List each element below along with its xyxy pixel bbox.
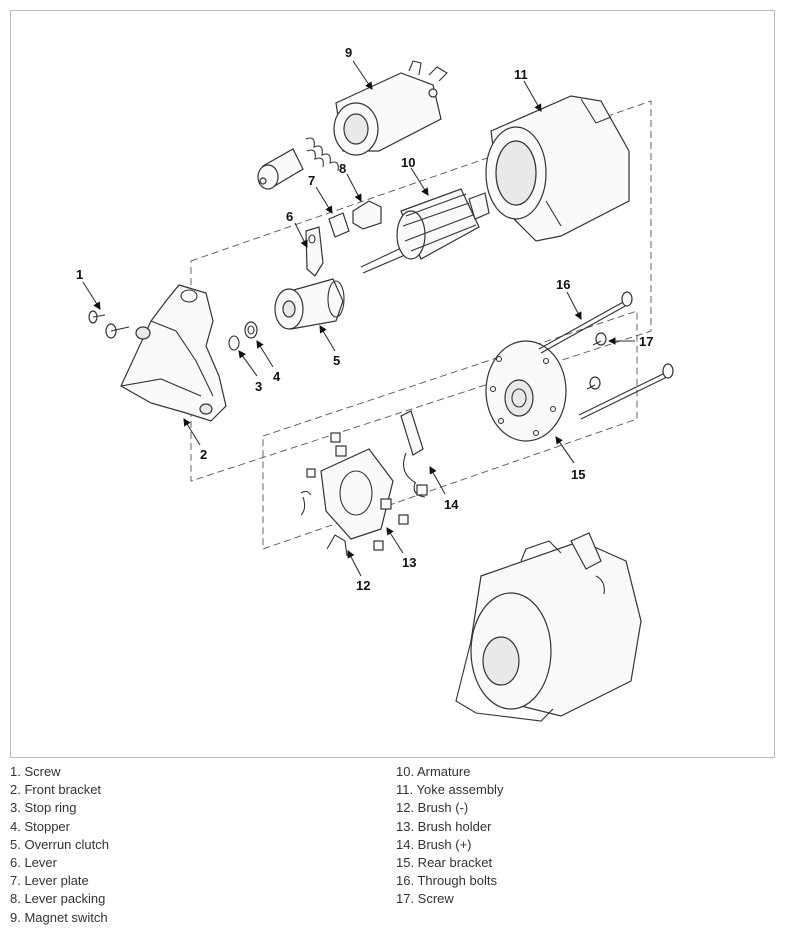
svg-text:17: 17 (639, 334, 653, 349)
part-through-bolts (538, 291, 674, 420)
callout-1: 1 (76, 267, 101, 310)
legend-item: 15. Rear bracket (396, 855, 493, 871)
callout-11: 11 (514, 67, 542, 112)
callout-2: 2 (183, 418, 207, 462)
part-brush-negative (300, 468, 348, 557)
legend-item: 8. Lever packing (10, 891, 106, 907)
svg-text:9: 9 (345, 45, 352, 60)
svg-text:1: 1 (76, 267, 83, 282)
svg-text:4: 4 (273, 369, 281, 384)
legend-left-column: 1. Screw 2. Front bracket 3. Stop ring 4… (10, 763, 109, 927)
svg-text:6: 6 (286, 209, 293, 224)
callout-7: 7 (308, 173, 333, 214)
callout-17: 17 (607, 334, 653, 349)
svg-text:10: 10 (401, 155, 415, 170)
callout-15: 15 (555, 436, 585, 482)
part-overrun-clutch (274, 278, 345, 330)
legend-item: 7. Lever plate (10, 873, 89, 889)
legend-item: 11. Yoke assembly (396, 782, 504, 798)
legend-item: 2. Front bracket (10, 782, 102, 798)
svg-text:16: 16 (556, 277, 570, 292)
callout-16: 16 (556, 277, 582, 320)
legend-item: 3. Stop ring (10, 800, 77, 816)
svg-text:7: 7 (308, 173, 315, 188)
legend-item: 17. Screw (396, 891, 454, 907)
part-stopper (244, 321, 258, 339)
part-front-bracket (120, 284, 227, 422)
part-screw-rear (586, 332, 607, 390)
legend-item: 5. Overrun clutch (10, 836, 109, 852)
part-magnet-switch (333, 60, 448, 156)
legend-right-column: 10. Armature 11. Yoke assembly 12. Brush… (396, 763, 503, 909)
part-brush-holder (320, 432, 409, 551)
callout-3: 3 (238, 350, 262, 394)
svg-text:2: 2 (200, 447, 207, 462)
callout-5: 5 (319, 325, 340, 368)
legend-item: 16. Through bolts (396, 873, 497, 889)
svg-text:3: 3 (255, 379, 262, 394)
callout-8: 8 (339, 161, 362, 202)
callout-10: 10 (401, 155, 429, 196)
part-armature (360, 188, 490, 274)
part-rear-bracket (485, 340, 567, 442)
legend-item: 12. Brush (-) (396, 800, 469, 816)
legend-item: 1. Screw (10, 764, 61, 779)
legend-item: 14. Brush (+) (396, 836, 472, 852)
legend-item: 4. Stopper (10, 818, 70, 834)
part-plunger-spring (305, 137, 339, 172)
part-yoke-assembly (485, 95, 630, 242)
part-brush-positive (400, 410, 428, 498)
svg-text:12: 12 (356, 578, 370, 593)
part-stop-ring (228, 335, 240, 351)
callout-4: 4 (256, 340, 281, 384)
legend-item: 10. Armature (396, 764, 471, 779)
legend-item: 6. Lever (10, 855, 57, 871)
callout-13: 13 (386, 527, 416, 570)
svg-text:11: 11 (514, 67, 528, 82)
callout-12: 12 (347, 550, 370, 593)
part-screw-front (88, 310, 130, 339)
starter-exploded-view: 1 2 3 4 5 6 7 8 9 10 11 12 (76, 45, 674, 722)
diagram-frame: 1 2 3 4 5 6 7 8 9 10 11 12 (10, 10, 775, 758)
legend-item: 13. Brush holder (396, 818, 492, 834)
svg-text:8: 8 (339, 161, 346, 176)
svg-text:15: 15 (571, 467, 585, 482)
part-lever-plate (328, 212, 350, 238)
part-lever (305, 226, 324, 277)
callout-6: 6 (286, 209, 308, 248)
callout-14: 14 (429, 466, 459, 512)
part-plunger (257, 148, 304, 190)
part-lever-packing (352, 200, 382, 230)
svg-text:5: 5 (333, 353, 340, 368)
svg-text:13: 13 (402, 555, 416, 570)
callout-9: 9 (345, 45, 373, 90)
assembled-starter-motor (455, 532, 642, 722)
svg-text:14: 14 (444, 497, 459, 512)
legend-item: 9. Magnet switch (10, 909, 108, 925)
